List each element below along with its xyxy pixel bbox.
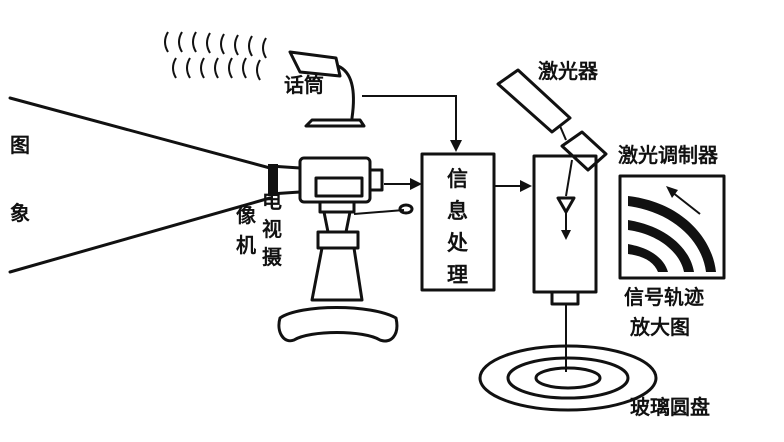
laser [496,68,572,141]
tv-camera-label-col1-char-1: 像 [236,203,257,227]
signal-track-label-line1: 信号轨迹 [624,285,704,309]
laser-modulator-label: 激光调制器 [618,143,719,167]
info-processing-char-2: 息 [447,199,468,223]
mic-signal-line [362,95,462,152]
microphone [288,50,366,128]
glass-disc [478,344,658,412]
laser-label: 激光器 [538,59,599,83]
signal-track-magnified [618,174,726,280]
info-processing-char-1: 信 [447,167,468,191]
tv-camera-label-col2-char-3: 摄 [262,245,283,269]
laser-modulator [560,130,608,172]
camera-to-info-arrow [384,178,422,190]
image-view-lines [8,96,272,274]
info-processing-char-4: 理 [447,263,468,287]
image-label-char-1: 图 [10,133,30,157]
signal-track-label-line2: 放大图 [629,315,690,339]
info-to-modulator-arrow [494,180,532,192]
image-label-char-2: 象 [10,201,30,225]
microphone-label: 话筒 [284,73,324,97]
glass-disc-label: 玻璃圆盘 [630,395,710,419]
tv-camera-label-col1-char-2: 机 [236,233,256,257]
tv-camera-label-col2-char-2: 视 [262,217,282,241]
info-processing-char-3: 处 [446,231,468,255]
sound-waves [164,31,267,81]
tv-camera-label-col2-char-1: 电 [262,189,282,213]
tv-camera [268,156,414,343]
info-processing-box [420,152,496,292]
recording-head [532,154,598,372]
